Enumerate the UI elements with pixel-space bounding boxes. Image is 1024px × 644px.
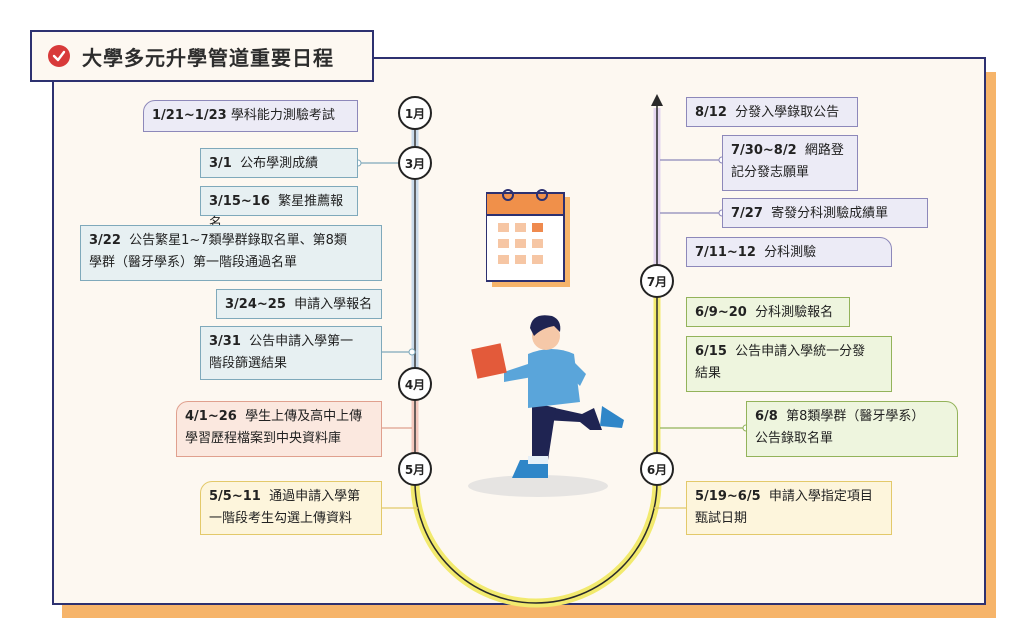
event-text-line2: 公告錄取名單: [755, 431, 834, 446]
event-card: 1/21~1/23 學科能力測驗考試: [143, 100, 358, 132]
event-text-line2: 甄試日期: [695, 511, 748, 526]
event-date: 7/27: [731, 206, 763, 221]
event-card: 8/12 分發入學錄取公告: [686, 97, 858, 127]
event-text: 公告申請入學第一: [249, 334, 354, 349]
month-marker-jul: 7月: [640, 264, 674, 298]
event-date: 6/15: [695, 344, 727, 359]
running-student-illustration: [468, 315, 624, 497]
event-text: 學生上傳及高中上傳: [245, 409, 363, 424]
event-text: 通過申請入學第: [269, 489, 361, 504]
calendar-icon: [486, 189, 570, 287]
event-text-line2: 學群（醫牙學系）第一階段通過名單: [89, 255, 298, 270]
event-date: 6/8: [755, 409, 778, 424]
event-text: 公告繁星1~7類學群錄取名單、第8類: [129, 233, 347, 248]
event-card: 6/9~20 分科測驗報名: [686, 297, 850, 327]
event-text-line2: 學習歷程檔案到中央資料庫: [185, 431, 342, 446]
event-date: 3/1: [209, 156, 232, 171]
event-text: 申請入學指定項目: [768, 489, 873, 504]
event-text: 分科測驗報名: [755, 305, 834, 320]
event-text-line2: 記分發志願單: [731, 165, 810, 180]
month-marker-mar: 3月: [398, 146, 432, 180]
event-date: 8/12: [695, 105, 727, 120]
event-card: 6/8 第8類學群（醫牙學系） 公告錄取名單: [746, 401, 958, 457]
event-card: 3/15~16 繁星推薦報名: [200, 186, 358, 231]
event-card: 7/11~12 分科測驗: [686, 237, 892, 267]
event-card: 3/1 公布學測成績: [200, 148, 358, 178]
month-marker-may: 5月: [398, 452, 432, 486]
event-text: 申請入學報名: [294, 297, 373, 312]
event-text: 分發入學錄取公告: [735, 105, 840, 120]
event-date: 3/31: [209, 334, 241, 349]
event-card: 3/24~25 申請入學報名: [216, 289, 382, 319]
event-text: 寄發分科測驗成績單: [771, 206, 889, 221]
event-text-line2: 階段篩選結果: [209, 356, 288, 371]
event-card: 3/22 公告繁星1~7類學群錄取名單、第8類 學群（醫牙學系）第一階段通過名單: [80, 225, 382, 281]
event-text-line2: 結果: [695, 366, 722, 381]
title-banner: 大學多元升學管道重要日程: [30, 30, 374, 82]
event-date: 3/24~25: [225, 297, 286, 312]
event-date: 6/9~20: [695, 305, 747, 320]
check-circle-icon: [48, 45, 70, 67]
event-date: 4/1~26: [185, 409, 237, 424]
event-date: 7/30~8/2: [731, 143, 797, 158]
event-card: 3/31 公告申請入學第一 階段篩選結果: [200, 326, 382, 380]
event-date: 3/15~16: [209, 194, 270, 209]
event-date: 1/21~1/23: [152, 108, 227, 123]
event-card: 4/1~26 學生上傳及高中上傳 學習歷程檔案到中央資料庫: [176, 401, 382, 457]
event-card: 6/15 公告申請入學統一分發 結果: [686, 336, 892, 392]
event-text: 公告申請入學統一分發: [735, 344, 866, 359]
event-date: 5/19~6/5: [695, 489, 761, 504]
event-text: 公布學測成績: [240, 156, 319, 171]
event-date: 3/22: [89, 233, 121, 248]
page-title: 大學多元升學管道重要日程: [82, 45, 334, 70]
event-card: 7/30~8/2 網路登 記分發志願單: [722, 135, 858, 191]
event-card: 5/5~11 通過申請入學第 一階段考生勾選上傳資料: [200, 481, 382, 535]
event-date: 5/5~11: [209, 489, 261, 504]
event-date: 7/11~12: [695, 245, 756, 260]
month-marker-jan: 1月: [398, 96, 432, 130]
event-card: 7/27 寄發分科測驗成績單: [722, 198, 928, 228]
event-text: 網路登: [804, 143, 844, 158]
month-marker-apr: 4月: [398, 367, 432, 401]
event-text: 學科能力測驗考試: [230, 108, 335, 123]
month-marker-jun: 6月: [640, 452, 674, 486]
event-text-line2: 一階段考生勾選上傳資料: [209, 511, 353, 526]
event-card: 5/19~6/5 申請入學指定項目 甄試日期: [686, 481, 892, 535]
event-text: 第8類學群（醫牙學系）: [786, 409, 925, 424]
event-text: 分科測驗: [764, 245, 817, 260]
